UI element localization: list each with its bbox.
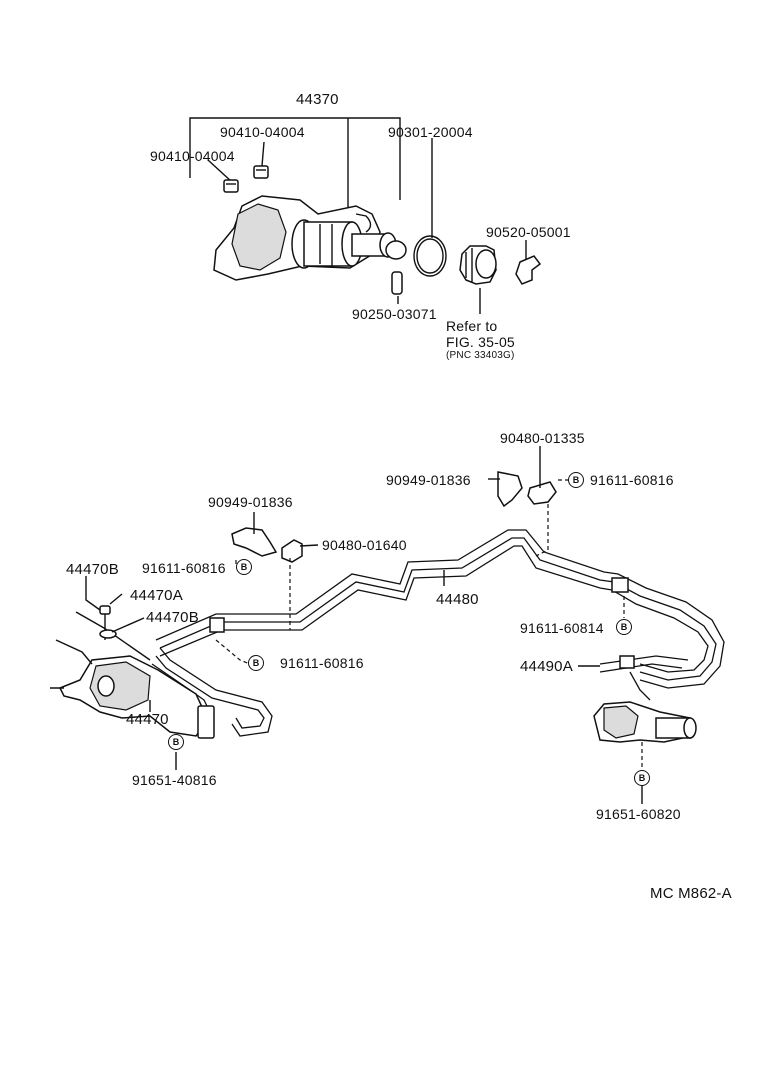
dash-right-top-bolt — [535, 504, 549, 557]
label-91611-right-top: 91611-60816 — [590, 472, 674, 488]
clip-icon — [515, 255, 542, 285]
bolt-marker-right-bottom: B — [634, 770, 650, 786]
label-44370: 44370 — [296, 91, 339, 108]
pipe-main-line-a — [159, 537, 717, 681]
label-90480-right: 90480-01335 — [500, 430, 585, 446]
label-44470a: 44470A — [130, 587, 183, 604]
leader-44470a — [109, 593, 123, 605]
label-90520: 90520-05001 — [486, 224, 571, 240]
reference-note: Refer to FIG. 35-05 (PNC 33403G) — [446, 318, 515, 362]
dash-left-bolt — [215, 639, 251, 665]
left-pump-icon — [50, 611, 215, 739]
fitting-left-icon — [223, 179, 239, 193]
right-pump-icon — [593, 701, 697, 743]
pipe-right-line-b — [599, 663, 683, 673]
center-grommet-icon — [281, 539, 303, 563]
assembly-bracket-line — [189, 117, 401, 200]
bolt-marker-right-mid: B — [616, 619, 632, 635]
leader-44470b — [111, 617, 145, 633]
pipe-left-line-a — [159, 647, 273, 737]
label-90250: 90250-03071 — [352, 306, 437, 322]
drawing-code: MC M862-A — [650, 885, 732, 902]
pump-body-icon — [213, 195, 407, 281]
right-grommet-icon — [527, 481, 557, 505]
label-44470b: 44470B — [146, 609, 199, 626]
pin-icon — [391, 271, 403, 295]
label-90410-right: 90410-04004 — [220, 124, 305, 140]
reference-line3: (PNC 33403G) — [446, 350, 515, 361]
leader-90410-left — [207, 159, 233, 183]
label-90949-center: 90949-01836 — [208, 494, 293, 510]
label-44490a: 44490A — [520, 658, 573, 675]
label-91611-center-left: 91611-60816 — [142, 560, 226, 576]
fitting-right-icon — [253, 165, 269, 179]
label-44480: 44480 — [436, 591, 479, 608]
leader-90480-center — [299, 544, 319, 547]
label-90949-right: 90949-01836 — [386, 472, 471, 488]
bolt-marker-left-bottom: B — [168, 734, 184, 750]
pipe-main-line-c — [155, 529, 725, 689]
gear-icon — [459, 245, 497, 285]
leader-44470b-top — [85, 576, 101, 611]
right-bracket-icon — [497, 471, 523, 508]
pipe-right-line-a — [599, 655, 689, 665]
label-90301: 90301-20004 — [388, 124, 473, 140]
label-44470: 44470 — [126, 711, 169, 728]
pipe-left-line-b — [155, 655, 265, 729]
label-91611-center-lower: 91611-60816 — [280, 655, 364, 671]
pipe-main-line-b — [159, 545, 709, 673]
label-90480-center: 90480-01640 — [322, 537, 407, 553]
label-91651-left: 91651-40816 — [132, 772, 217, 788]
label-91611-right-mid: 91611-60814 — [520, 620, 604, 636]
clamp-main-icon — [209, 577, 635, 669]
o-ring-icon — [413, 235, 447, 277]
bolt-marker-center-lower: B — [248, 655, 264, 671]
center-bracket-icon — [231, 527, 278, 557]
reference-line2: FIG. 35-05 — [446, 334, 515, 350]
bolt-marker-center-left: B — [236, 559, 252, 575]
label-44470b-top: 44470B — [66, 561, 119, 578]
label-90410-left: 90410-04004 — [150, 148, 235, 164]
pipe-right-line-c — [629, 671, 651, 701]
bolt-marker-right-top: B — [568, 472, 584, 488]
reference-line1: Refer to — [446, 318, 498, 334]
leader-90410-right — [261, 141, 265, 167]
label-91651-right: 91651-60820 — [596, 806, 681, 822]
